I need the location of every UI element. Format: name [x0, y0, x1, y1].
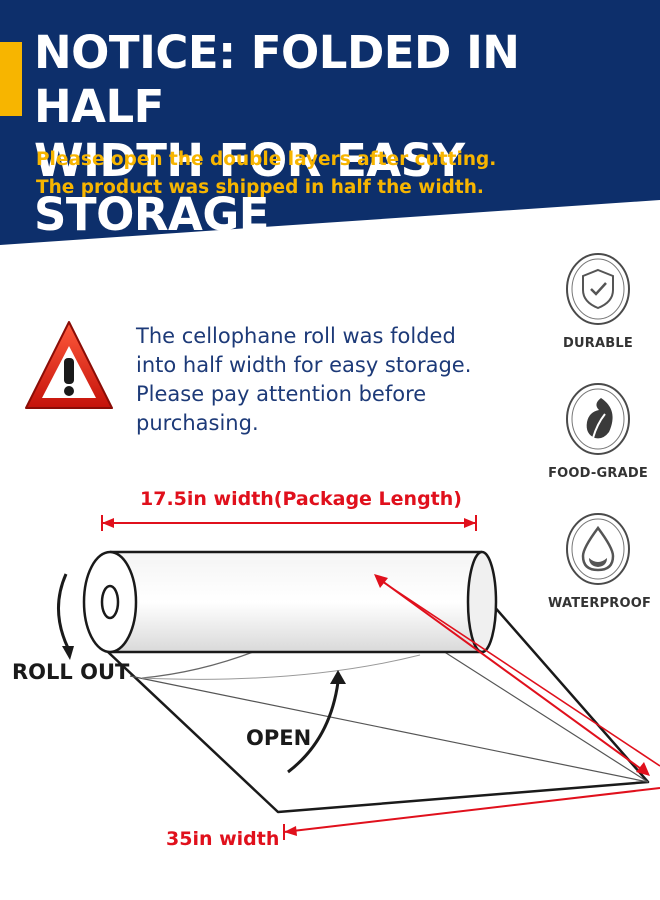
banner-title-line1: NOTICE: FOLDED IN HALF	[34, 26, 520, 133]
banner-subtitle-line1: Please open the double layers after cutt…	[36, 149, 497, 170]
open-arrow-icon	[287, 670, 346, 774]
roll-out-arrow-icon	[56, 573, 74, 660]
banner-accent-tab	[0, 42, 22, 116]
banner-title-line2: WIDTH FOR EASY STORAGE	[34, 134, 465, 241]
bottom-dimension-label: 35in width	[166, 828, 280, 850]
roll-diagram	[56, 515, 660, 840]
top-dimension-label: 17.5in width(Package Length)	[140, 488, 462, 510]
water-drop-icon	[566, 513, 630, 585]
warning-message: The cellophane roll was folded into half…	[136, 322, 546, 438]
diagonal-dimension-arrows	[374, 574, 660, 776]
warning-line3: Please pay attention before purchasing.	[136, 382, 427, 435]
film-roll	[82, 550, 498, 654]
feature-food-grade-label: FOOD-GRADE	[548, 466, 648, 481]
shield-check-icon	[566, 253, 630, 325]
banner-subtitle: Please open the double layers after cutt…	[36, 146, 636, 202]
top-dimension-arrow	[101, 515, 477, 531]
feature-durable-label: DURABLE	[563, 336, 633, 351]
banner-subtitle-line2: The product was shipped in half the widt…	[36, 177, 484, 198]
notice-banner: NOTICE: FOLDED IN HALF WIDTH FOR EASY ST…	[0, 0, 660, 260]
warning-line2: into half width for easy storage.	[136, 353, 472, 377]
bottom-dimension-arrow	[283, 787, 660, 840]
feature-durable: DURABLE	[548, 250, 648, 351]
banner-background	[0, 0, 660, 245]
feature-waterproof: WATERPROOF	[548, 510, 652, 611]
leaf-icon	[566, 383, 630, 455]
banner-title: NOTICE: FOLDED IN HALF WIDTH FOR EASY ST…	[34, 26, 654, 242]
feature-food-grade: FOOD-GRADE	[548, 380, 648, 481]
warning-triangle-icon	[24, 318, 114, 418]
warning-line1: The cellophane roll was folded	[136, 324, 456, 348]
open-label: OPEN	[246, 726, 312, 750]
feature-waterproof-label: WATERPROOF	[548, 596, 652, 611]
roll-out-label: ROLL OUT	[12, 660, 130, 684]
